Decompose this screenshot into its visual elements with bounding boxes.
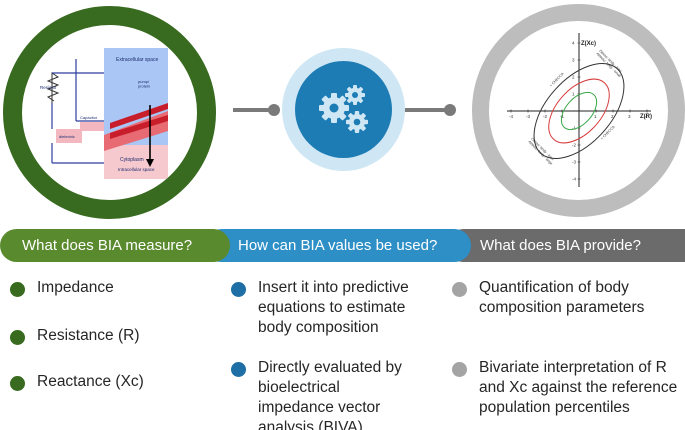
biva-y-tick-label: 4 (572, 41, 575, 46)
banner-what-does-bia-provide: What does BIA provide? (447, 229, 685, 262)
label-dielectric: dielectric (59, 134, 75, 139)
bullet-dot (231, 362, 246, 377)
biva-x-tick-label: 4 (645, 114, 648, 119)
bullet-dot (452, 362, 467, 377)
biva-x-tick-label: 2 (611, 114, 614, 119)
measure-item-resistance: Resistance (R) (10, 326, 140, 346)
biva-x-tick-label: 3 (628, 114, 631, 119)
biva-y-tick-label: 2 (572, 75, 575, 80)
banner-how-can-bia-values-be-used: How can BIA values be used? (205, 229, 471, 262)
label-extracellular: Extracellular space (116, 57, 158, 63)
biva-y-tick-label: -2 (572, 143, 576, 148)
measure-item-text: Impedance (37, 279, 114, 296)
biva-y-tick-label: -1 (572, 126, 576, 131)
measure-item-impedance: Impedance (10, 278, 114, 298)
label-capacitor: Capacitor (80, 115, 98, 120)
right-connector-line (405, 108, 449, 112)
gears-icon (319, 85, 368, 133)
biva-label-lower-left: Obese: body - leanAthletic: body - large (527, 137, 556, 166)
biva-ellipse-outer (533, 63, 625, 159)
biva-y-tick-label: -3 (572, 160, 576, 165)
measure-item-text: Reactance (Xc) (37, 373, 144, 390)
biva-x-tick-label: -3 (526, 114, 530, 119)
banner-what-does-bia-measure: What does BIA measure? (0, 229, 230, 262)
biva-y-tick-label: 1 (572, 92, 575, 97)
label-pump: pump/protein (138, 79, 150, 89)
measure-item-text: Resistance (R) (37, 327, 140, 344)
label-cytoplasm: Cytoplasm (120, 157, 144, 163)
biva-x-tick-label: -2 (543, 114, 547, 119)
bullet-dot (452, 282, 467, 297)
measure-item-reactance: Reactance (Xc) (10, 372, 144, 392)
biva-ellipse-inner (560, 91, 598, 131)
biva-y-tick-label: -4 (572, 177, 576, 182)
biva-label-upper-left: + CHECCA (549, 72, 565, 88)
biva-y-tick-label: 3 (572, 58, 575, 63)
biva-ellipse-middle (548, 78, 610, 144)
biva-x-tick-label: 1 (594, 114, 597, 119)
cell-model-ring: Extracellular space Resistor pump/protei… (3, 6, 216, 219)
bullet-dot (10, 376, 25, 391)
label-intracellular: Intracellular space (118, 167, 155, 172)
left-connector-dot (268, 104, 280, 116)
bullet-dot (10, 282, 25, 297)
biva-y-axis-label: Z(Xc) (581, 41, 596, 47)
right-connector-dot (444, 104, 456, 116)
bullet-dot (231, 282, 246, 297)
bullet-dot (10, 330, 25, 345)
left-connector-line (233, 108, 273, 112)
biva-x-tick-label: -4 (509, 114, 513, 119)
cell-circuit-diagram: Extracellular space Resistor pump/protei… (40, 48, 168, 179)
biva-x-axis-label: Z(R) (640, 114, 652, 120)
label-resistor: Resistor (40, 85, 57, 90)
